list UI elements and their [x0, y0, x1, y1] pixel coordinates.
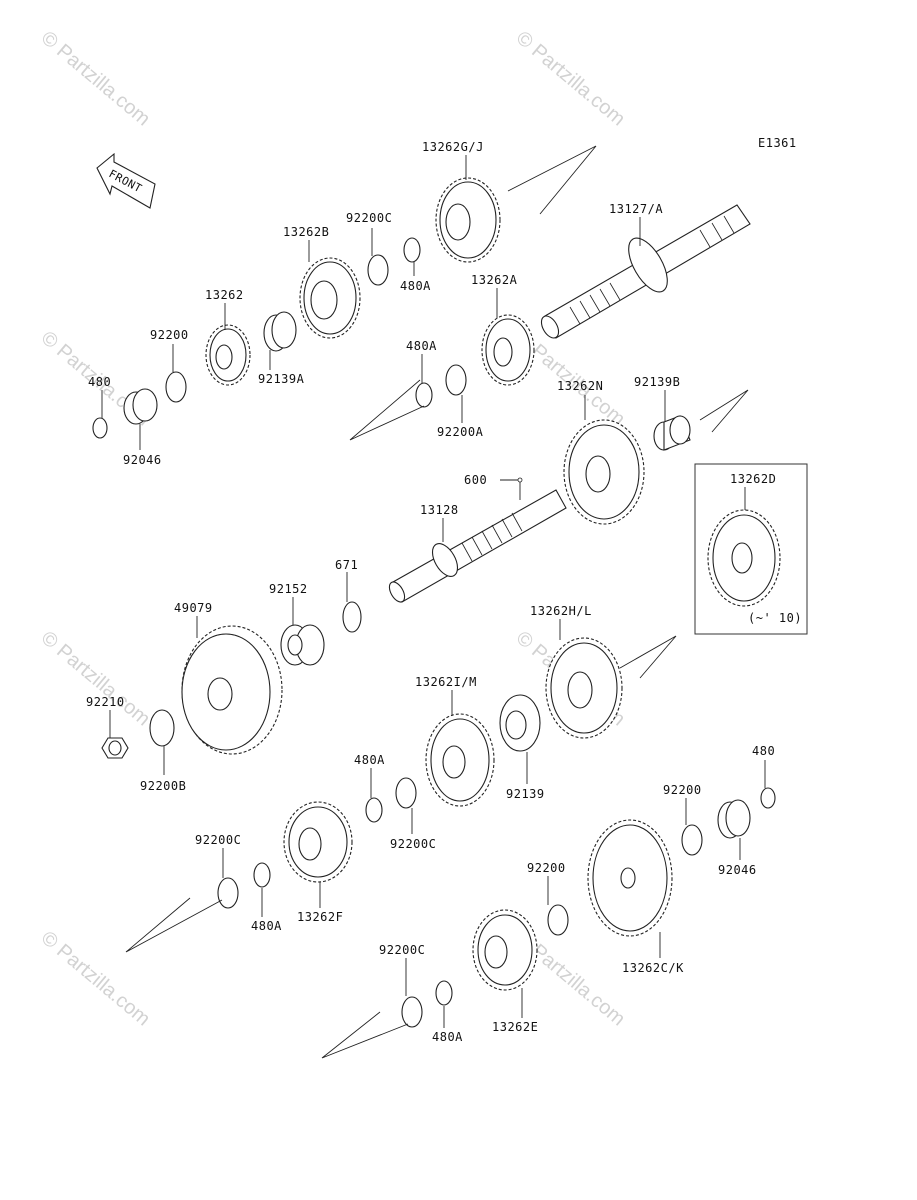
gear-13262B: [299, 257, 361, 339]
callout-labels: 13262G/J 13127/A 92200C 13262B 480A 1326…: [86, 140, 776, 1044]
label-480A-bl: 480A: [251, 919, 282, 933]
label-92046-left: 92046: [123, 453, 162, 467]
inset-note: (~' 10): [748, 611, 802, 625]
bushing-92139B: [653, 415, 691, 451]
label-92152: 92152: [269, 582, 308, 596]
circlip-480A-mid: [415, 382, 433, 408]
label-92200C-bottom: 92200C: [379, 943, 425, 957]
gear-13262E: [472, 909, 538, 991]
label-480A-low: 480A: [354, 753, 385, 767]
washers-and-circlips: [92, 237, 776, 1028]
gear-13262IM: [425, 713, 495, 807]
label-92210: 92210: [86, 695, 125, 709]
label-92139B: 92139B: [634, 375, 680, 389]
label-13262IM: 13262I/M: [415, 675, 477, 689]
label-480A-top: 480A: [400, 279, 431, 293]
label-92200-top: 92200: [150, 328, 189, 342]
circlip-480-right: [760, 787, 776, 809]
watermark: © Partzilla.com: [512, 27, 629, 130]
label-13262F: 13262F: [297, 910, 343, 924]
washer-92200C-top: [367, 254, 389, 286]
gear-13262D: [707, 509, 781, 607]
label-92139: 92139: [506, 787, 545, 801]
washer-92200C-bl: [217, 877, 239, 909]
gear-13262HL: [545, 637, 623, 739]
label-92200C-top: 92200C: [346, 211, 392, 225]
bearing-92152: [280, 624, 325, 666]
gear-13262F: [283, 801, 353, 883]
washer-92200A: [445, 364, 467, 396]
circlip-480A-top: [403, 237, 421, 263]
washer-92200C-low: [395, 777, 417, 809]
label-92200-bottom: 92200: [527, 861, 566, 875]
bearing-92046-right: [717, 799, 751, 839]
bushing-92139: [499, 694, 541, 752]
washer-92200C-bottom: [401, 996, 423, 1028]
counter-shaft-13128: [388, 489, 567, 603]
gear-49079: [181, 625, 283, 755]
label-480A-mid: 480A: [406, 339, 437, 353]
washer-92200-right: [681, 824, 703, 856]
leader-lines: [101, 155, 766, 1028]
label-92200-right: 92200: [663, 783, 702, 797]
label-13262N: 13262N: [557, 379, 603, 393]
inset-frame: [694, 463, 808, 635]
circlip-480A-low: [365, 797, 383, 823]
leader-dot-600: [517, 477, 523, 483]
circlip-480A-bottom: [435, 980, 453, 1006]
label-13128: 13128: [420, 503, 459, 517]
label-92200C-low: 92200C: [390, 837, 436, 851]
watermark: © Partzilla.com: [37, 27, 154, 130]
label-13262CK: 13262C/K: [622, 961, 684, 975]
label-13262B: 13262B: [283, 225, 329, 239]
circlip-480-left: [92, 417, 108, 439]
bearing-92046-left: [123, 388, 158, 425]
label-13262A: 13262A: [471, 273, 518, 287]
gear-13262GJ: [435, 177, 501, 263]
circlip-671: [342, 601, 362, 633]
label-480-right: 480: [752, 744, 775, 758]
circlip-480A-bl: [253, 862, 271, 888]
label-600: 600: [464, 473, 487, 487]
label-13262GJ: 13262G/J: [422, 140, 484, 154]
washer-92200-bottom: [547, 904, 569, 936]
gear-13262A: [481, 314, 535, 386]
bushing-92139A: [263, 311, 297, 352]
gear-13262: [205, 324, 251, 386]
label-13262HL: 13262H/L: [530, 604, 592, 618]
washer-92200-top: [165, 371, 187, 403]
watermark: © Partzilla.com: [37, 627, 154, 730]
label-92200C-bl: 92200C: [195, 833, 241, 847]
washer-92200B: [149, 709, 175, 747]
label-480-left: 480: [88, 375, 111, 389]
label-92046-right: 92046: [718, 863, 757, 877]
label-49079: 49079: [174, 601, 213, 615]
label-671: 671: [335, 558, 358, 572]
gear-13262N: [563, 419, 645, 525]
watermark: © Partzilla.com: [37, 927, 154, 1030]
label-92200A: 92200A: [437, 425, 484, 439]
nut-92210: [101, 737, 129, 759]
gear-13262CK: [587, 819, 673, 937]
label-13262D: 13262D: [730, 472, 776, 486]
label-92139A: 92139A: [258, 372, 305, 386]
label-92200B: 92200B: [140, 779, 186, 793]
diagram-code: E1361: [758, 136, 797, 150]
label-480A-bottom: 480A: [432, 1030, 463, 1044]
front-direction-arrow-icon: FRONT: [96, 152, 156, 209]
label-13127A: 13127/A: [609, 202, 663, 216]
label-13262: 13262: [205, 288, 244, 302]
main-shaft-13127A: [540, 204, 751, 339]
assembly-lines: [125, 145, 749, 1059]
label-13262E: 13262E: [492, 1020, 538, 1034]
